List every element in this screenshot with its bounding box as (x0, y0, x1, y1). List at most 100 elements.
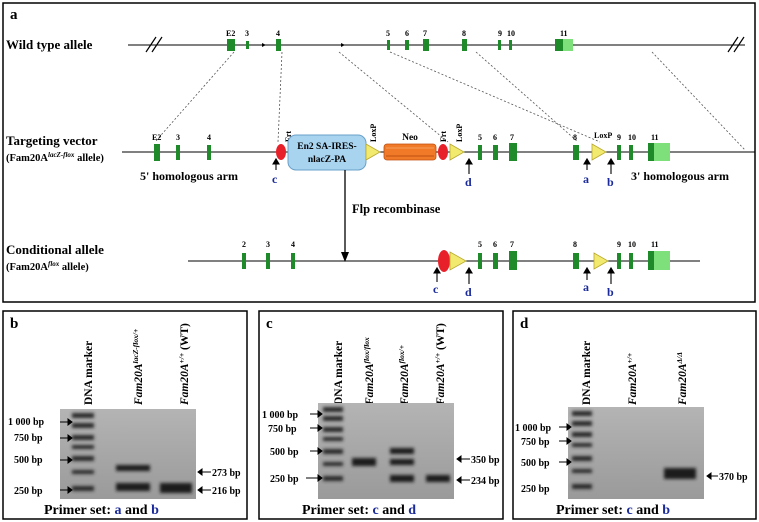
c-ladder (323, 407, 343, 481)
projection-lines (154, 51, 746, 151)
c-bands (352, 448, 450, 482)
svg-text:DNA marker: DNA marker (333, 341, 345, 405)
loxp-site-1 (365, 143, 381, 161)
wt-break-right (727, 36, 745, 53)
svg-text:9: 9 (498, 29, 502, 38)
svg-text:750 bp: 750 bp (521, 437, 550, 448)
b-ladder (72, 413, 94, 491)
svg-text:DNA marker: DNA marker (83, 341, 95, 405)
svg-text:2: 2 (242, 240, 246, 249)
svg-text:4: 4 (207, 133, 211, 142)
arm-3-label: 3' homologous arm (631, 169, 729, 183)
wt-exon-labels: E2 3 4 5 6 7 8 9 10 11 (226, 29, 568, 38)
svg-text:Fam20A+/+ (WT): Fam20A+/+ (WT) (177, 323, 191, 406)
d-lane-labels: DNA marker Fam20A+/+ Fam20AΔ/Δ (581, 341, 689, 406)
b-band-labels: 273 bp 216 bp (212, 468, 241, 497)
svg-text:1 000 bp: 1 000 bp (8, 417, 45, 428)
c-lane-labels: DNA marker Fam20Aflox/flox Fam20Aflox/+ … (333, 323, 447, 406)
cond-primer-labels: c d a b (433, 280, 614, 299)
svg-text:216 bp: 216 bp (212, 486, 241, 497)
wt-break-left (145, 36, 163, 53)
svg-text:b: b (607, 175, 614, 189)
svg-text:250 bp: 250 bp (270, 474, 299, 485)
svg-text:8: 8 (573, 133, 577, 142)
panel-d: d DNA marker Fam20A+/+ Fam20AΔ/Δ 1 000 b… (512, 310, 757, 520)
svg-text:750 bp: 750 bp (268, 424, 297, 435)
svg-text:6: 6 (493, 240, 497, 249)
svg-text:3: 3 (245, 29, 249, 38)
tv-primer-labels: c d a b (272, 172, 614, 189)
svg-text:Fam20AΔ/Δ: Fam20AΔ/Δ (675, 352, 689, 406)
svg-text:6: 6 (493, 133, 497, 142)
b-band-arrows (197, 468, 211, 494)
svg-text:c: c (433, 282, 439, 296)
svg-text:350 bp: 350 bp (471, 455, 500, 466)
svg-text:c: c (272, 172, 278, 186)
b-bands (116, 465, 192, 493)
svg-text:7: 7 (510, 240, 514, 249)
svg-text:250 bp: 250 bp (14, 486, 43, 497)
panel-a: a Wild type allele E2 3 4 5 6 (2, 2, 756, 303)
frt-site-2 (438, 144, 448, 160)
conditional-label: Conditional allele (6, 242, 104, 257)
cassette-line1: En2 SA-IRES- (297, 142, 356, 152)
neo-label: Neo (402, 133, 418, 143)
svg-text:10: 10 (628, 240, 636, 249)
svg-text:10: 10 (628, 133, 636, 142)
svg-text:E2: E2 (152, 133, 161, 142)
loxp-label-3: LoxP (594, 131, 612, 140)
c-markers: 1 000 bp 750 bp 500 bp 250 bp (262, 410, 299, 485)
wt-marker-2 (341, 43, 345, 47)
frt-label-1: Frt (284, 131, 293, 142)
svg-text:234 bp: 234 bp (471, 476, 500, 487)
svg-text:11: 11 (651, 133, 659, 142)
svg-text:Fam20Aflox/+: Fam20Aflox/+ (397, 345, 411, 406)
svg-text:a: a (583, 172, 589, 186)
svg-text:6: 6 (405, 29, 409, 38)
panel-c-label: c (266, 316, 273, 332)
b-primer-set: Primer set: a and b (44, 503, 159, 518)
cond-exons (242, 251, 670, 270)
svg-text:750 bp: 750 bp (14, 433, 43, 444)
panel-b: b DNA marker Fam20AlacZ-flox/+ Fam20A+/+… (2, 310, 248, 520)
d-markers: 1 000 bp 750 bp 500 bp 250 bp (515, 423, 552, 495)
svg-text:Fam20A+/+: Fam20A+/+ (625, 353, 639, 406)
svg-text:11: 11 (560, 29, 568, 38)
svg-text:Fam20A+/+ (WT): Fam20A+/+ (WT) (433, 323, 447, 406)
tv-exon-labels: E2 3 4 5 6 7 8 9 10 11 (152, 133, 659, 142)
neo-cassette (383, 143, 437, 161)
targeting-vector-sub: (Fam20AlacZ-flox allele) (6, 151, 104, 164)
svg-text:5: 5 (478, 240, 482, 249)
frt-site-1 (276, 144, 286, 160)
panel-c: c DNA marker Fam20Aflox/flox Fam20Aflox/… (258, 310, 504, 520)
svg-text:10: 10 (507, 29, 515, 38)
c-band-arrows (456, 455, 470, 484)
svg-text:7: 7 (510, 133, 514, 142)
flp-label: Flp recombinase (352, 202, 441, 216)
svg-text:8: 8 (573, 240, 577, 249)
svg-text:11: 11 (651, 240, 659, 249)
loxp-site-3 (591, 143, 607, 161)
d-band-labels: 370 bp (719, 472, 748, 483)
cond-exon-labels: 2 3 4 5 6 7 8 9 10 11 (242, 240, 659, 249)
d-marker-arrows (559, 423, 572, 466)
d-ladder (572, 411, 592, 489)
wt-marker-1 (262, 43, 266, 47)
svg-text:500 bp: 500 bp (14, 455, 43, 466)
svg-text:500 bp: 500 bp (270, 447, 299, 458)
svg-text:7: 7 (423, 29, 427, 38)
svg-text:5: 5 (386, 29, 390, 38)
svg-text:8: 8 (462, 29, 466, 38)
svg-text:500 bp: 500 bp (521, 458, 550, 469)
svg-text:273 bp: 273 bp (212, 468, 241, 479)
d-bands (664, 468, 696, 479)
svg-text:9: 9 (617, 240, 621, 249)
svg-text:4: 4 (291, 240, 295, 249)
frt-label-2: Frt (439, 131, 448, 142)
svg-text:d: d (465, 175, 472, 189)
panel-d-label: d (520, 316, 529, 332)
arm-5-label: 5' homologous arm (140, 169, 238, 183)
loxp-site-2 (449, 143, 465, 161)
c-primer-set: Primer set: c and d (302, 503, 416, 518)
